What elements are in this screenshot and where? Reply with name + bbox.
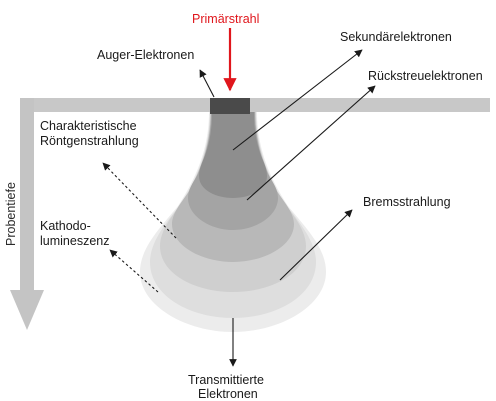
interaction-volume xyxy=(140,98,326,332)
transmitted-label-line1: Transmittierte xyxy=(188,373,264,387)
xray-label-line1: Charakteristische xyxy=(40,119,137,133)
auger-label: Auger-Elektronen xyxy=(97,48,194,62)
cathodo-label-line2: lumineszenz xyxy=(40,234,109,248)
depth-axis-label: Probentiefe xyxy=(4,182,18,246)
xray-arrow xyxy=(103,163,176,238)
transmitted-label-line2: Elektronen xyxy=(198,387,258,401)
primary-beam-label: Primärstrahl xyxy=(192,12,259,26)
sample-surface xyxy=(20,98,490,112)
secondary-label: Sekundärelektronen xyxy=(340,30,452,44)
backscatter-label: Rückstreuelektronen xyxy=(368,69,483,83)
auger-arrow xyxy=(200,70,214,97)
xray-label-line2: Röntgenstrahlung xyxy=(40,134,139,148)
beam-spot xyxy=(210,98,250,114)
bremsstrahlung-label: Bremsstrahlung xyxy=(363,195,451,209)
cathodo-label-line1: Kathodo- xyxy=(40,219,91,233)
